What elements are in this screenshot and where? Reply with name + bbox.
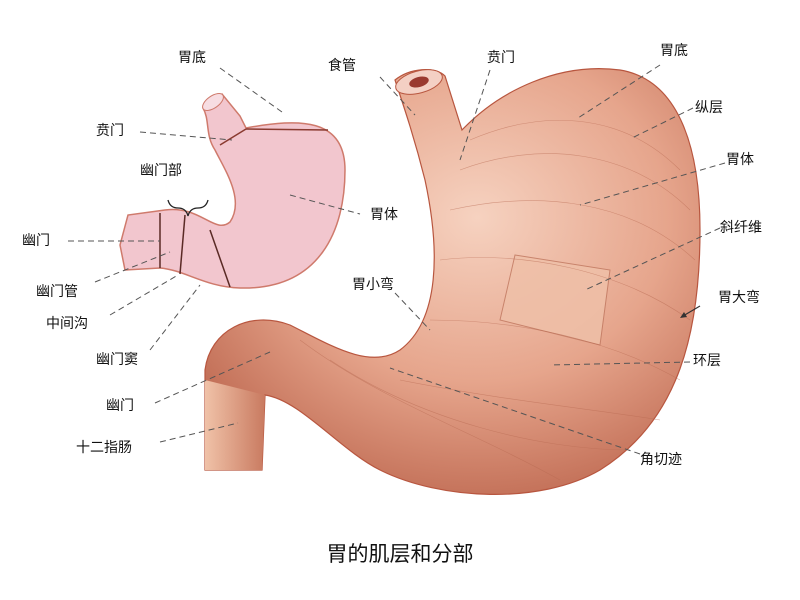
label-angular-incisure: 角切迹	[640, 452, 682, 468]
small-stomach-outline	[119, 92, 346, 289]
arrow-icon	[680, 312, 687, 318]
label-pylorus: 幽门	[106, 398, 134, 414]
label-oblique-fibers: 斜纤维	[720, 220, 762, 236]
label-circular-layer: 环层	[693, 353, 721, 369]
leader-lines	[68, 64, 726, 455]
label-small-body: 胃体	[370, 207, 398, 223]
oblique-fibers-window	[499, 254, 611, 346]
label-small-intermediate-sulcus: 中间沟	[46, 316, 88, 332]
duodenum-shape	[205, 380, 265, 470]
label-cardia: 贲门	[487, 50, 515, 66]
small-stomach-diagram	[119, 92, 346, 289]
label-longitudinal-layer: 纵层	[695, 100, 723, 116]
label-greater-curvature: 胃大弯	[718, 290, 760, 306]
label-esophagus: 食管	[328, 58, 356, 74]
figure-title: 胃的肌层和分部	[326, 542, 474, 566]
label-small-pylorus: 幽门	[22, 233, 50, 249]
label-small-pyloric-canal: 幽门管	[36, 284, 78, 300]
label-small-fundus: 胃底	[178, 50, 206, 66]
label-small-pyloric-antrum: 幽门窦	[96, 352, 138, 368]
stomach-outline	[204, 68, 701, 495]
label-duodenum: 十二指肠	[76, 440, 132, 456]
label-small-cardia: 贲门	[96, 123, 124, 139]
label-fundus: 胃底	[660, 43, 688, 59]
label-small-pyloric-part: 幽门部	[140, 163, 182, 179]
label-body: 胃体	[726, 152, 754, 168]
large-stomach-muscle-diagram	[204, 68, 701, 495]
label-lesser-curvature: 胃小弯	[352, 277, 394, 293]
